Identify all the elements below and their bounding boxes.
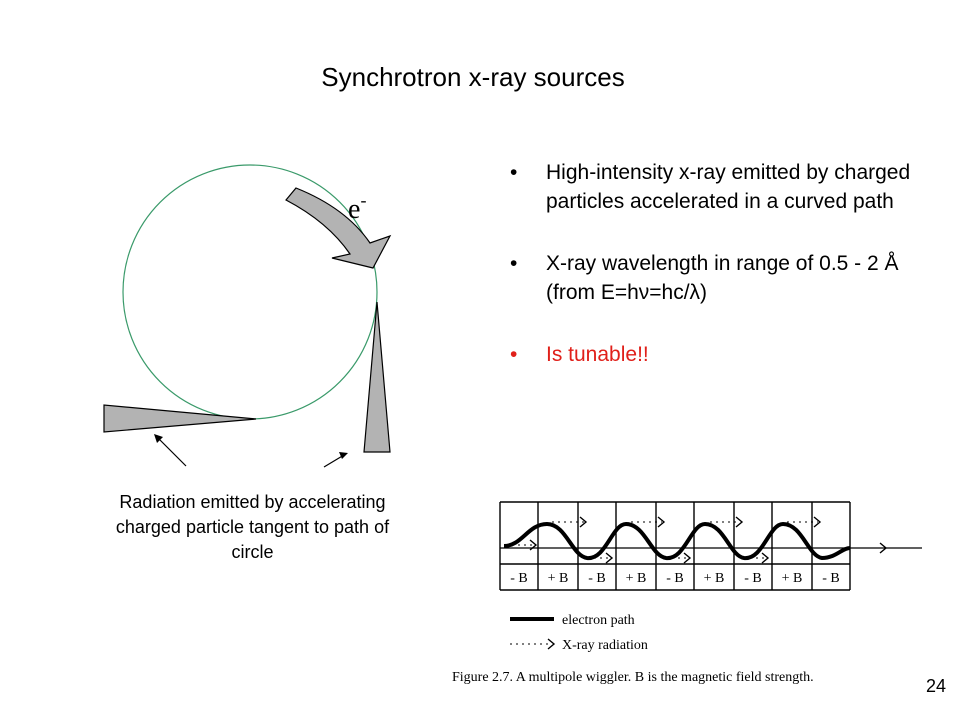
synchrotron-diagram: e- <box>103 164 392 468</box>
figure-caption: Figure 2.7. A multipole wiggler. B is th… <box>452 670 814 685</box>
radiation-beam-left <box>103 404 257 433</box>
pointer-arrowhead-right <box>339 452 348 459</box>
field-label: + B <box>626 571 647 586</box>
radiation-beam-right <box>363 301 391 453</box>
xray-arrowheads <box>529 516 888 564</box>
radiation-caption: Radiation emitted by accelerating charge… <box>115 492 390 562</box>
field-label: + B <box>548 571 569 586</box>
field-label: - B <box>822 571 840 586</box>
pointer-arrowhead-left <box>154 434 163 443</box>
bullet-text: High-intensity x-ray emitted by charged … <box>546 161 911 213</box>
pointer-arrow-left <box>156 436 187 467</box>
legend-xray-arrowhead <box>547 638 556 650</box>
field-label: - B <box>744 571 762 586</box>
pointer-arrow-right <box>323 454 345 468</box>
bullet-item-highlight: • Is tunable!! <box>510 340 930 369</box>
electron-label: e- <box>348 190 366 225</box>
page-number: 24 <box>926 676 947 696</box>
bullet-text: X-ray wavelength in range of 0.5 - 2 Å (… <box>546 252 899 304</box>
electron-orbit <box>122 164 378 420</box>
field-labels: - B + B - B + B - B + B - B + B - B <box>510 571 840 586</box>
legend-xray-label: X-ray radiation <box>562 638 648 653</box>
electron-direction-arrow <box>285 187 392 269</box>
bullet-item: • X-ray wavelength in range of 0.5 - 2 Å … <box>510 249 930 307</box>
field-label: + B <box>704 571 725 586</box>
legend-electron-label: electron path <box>562 613 635 628</box>
field-label: - B <box>588 571 606 586</box>
bullet-text: Is tunable!! <box>546 343 649 366</box>
bullet-marker: • <box>510 343 518 366</box>
wiggler-figure: - B + B - B + B - B + B - B + B - B elec… <box>452 501 922 685</box>
field-label: - B <box>510 571 528 586</box>
bullet-marker: • <box>510 252 518 275</box>
electron-path-wave <box>503 521 851 561</box>
slide-title: Synchrotron x-ray sources <box>321 62 625 92</box>
bullet-marker: • <box>510 161 518 184</box>
field-label: + B <box>782 571 803 586</box>
bullet-item: • High-intensity x-ray emitted by charged… <box>510 158 930 216</box>
field-label: - B <box>666 571 684 586</box>
bullet-list: • High-intensity x-ray emitted by charged… <box>510 158 930 402</box>
magnet-grid <box>499 501 851 591</box>
xray-rays <box>512 521 884 559</box>
